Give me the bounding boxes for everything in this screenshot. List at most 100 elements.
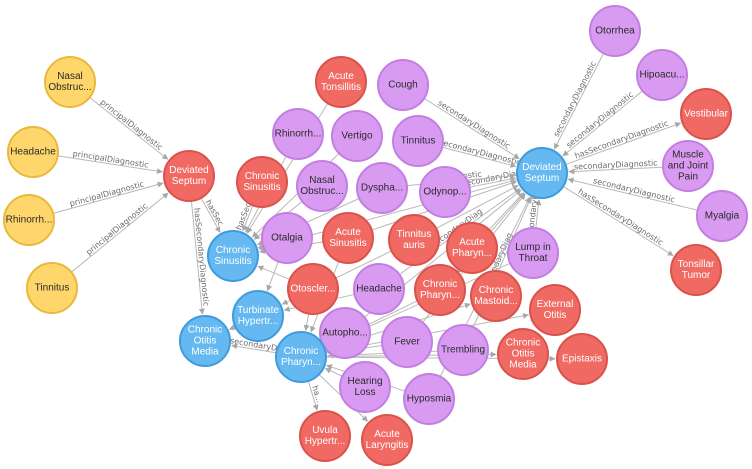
node-odynophagia[interactable]: Odynop... <box>419 166 471 218</box>
node-circle[interactable] <box>272 108 324 160</box>
node-circle[interactable] <box>361 414 413 466</box>
edge-deviated_septum_r-to-chronic_otitis_media_b[interactable] <box>190 200 205 315</box>
node-circle[interactable] <box>7 126 59 178</box>
node-otorrhea[interactable]: Otorrhea <box>589 5 641 57</box>
node-chronic-pharyngitis-b[interactable]: ChronicPharyn... <box>275 331 327 383</box>
edge-deviated_septum_b-to-vestibular[interactable] <box>565 122 682 166</box>
edge-tinnitus_auris-to-deviated_septum_b[interactable] <box>435 185 519 229</box>
node-chronic-pharyngitis-r[interactable]: ChronicPharyn... <box>414 264 466 316</box>
node-circle[interactable] <box>339 361 391 413</box>
edge-deviated_septum_r-to-chronic_sinusitis_b[interactable] <box>200 197 221 233</box>
node-circle[interactable] <box>236 156 288 208</box>
edge-acute_pharyngitis-to-deviated_septum_b[interactable] <box>488 192 524 231</box>
node-dysphagia[interactable]: Dyspha... <box>356 162 408 214</box>
node-circle[interactable] <box>163 150 215 202</box>
node-circle[interactable] <box>381 316 433 368</box>
edge-chronic_sinusitis_r-to-chronic_sinusitis_b[interactable] <box>242 205 254 232</box>
node-uvula-hypertrophy[interactable]: UvulaHypertr... <box>299 410 351 462</box>
node-circle[interactable] <box>287 263 339 315</box>
node-autophony[interactable]: Autopho... <box>319 307 371 359</box>
edge-tinnitus_y-to-deviated_septum_r[interactable] <box>71 192 169 273</box>
node-circle[interactable] <box>419 166 471 218</box>
node-circle[interactable] <box>392 115 444 167</box>
node-circle[interactable] <box>470 270 522 322</box>
node-tinnitus-y[interactable]: Tinnitus <box>26 262 78 314</box>
node-circle[interactable] <box>356 162 408 214</box>
node-circle[interactable] <box>636 49 688 101</box>
node-circle[interactable] <box>662 140 714 192</box>
node-circle[interactable] <box>319 307 371 359</box>
node-otosclerosis[interactable]: Otoscler... <box>287 263 339 315</box>
node-circle[interactable] <box>44 56 96 108</box>
node-vestibular[interactable]: Vestibular <box>680 88 732 140</box>
node-hipoacusia[interactable]: Hipoacu... <box>636 49 688 101</box>
edge-hipoacusia-to-deviated_septum_b[interactable] <box>562 90 643 157</box>
node-trembling[interactable]: Trembling <box>437 324 489 376</box>
node-otalgia[interactable]: Otalgia <box>261 212 313 264</box>
node-circle[interactable] <box>696 190 748 242</box>
edge-myalgia-to-deviated_septum_b[interactable] <box>567 177 698 211</box>
node-headache-p[interactable]: Headache <box>353 263 405 315</box>
node-acute-pharyngitis[interactable]: AcutePharyn... <box>446 222 498 274</box>
node-circle[interactable] <box>299 410 351 462</box>
node-circle[interactable] <box>3 194 55 246</box>
edge-otalgia-to-turbinate_hypertrophy[interactable] <box>266 261 279 292</box>
node-circle[interactable] <box>446 222 498 274</box>
edge-cough-to-deviated_septum_b[interactable] <box>423 97 520 159</box>
node-myalgia[interactable]: Myalgia <box>696 190 748 242</box>
node-hyposmia[interactable]: Hyposmia <box>403 373 455 425</box>
node-circle[interactable] <box>322 212 374 264</box>
node-headache-y[interactable]: Headache <box>7 126 59 178</box>
node-vertigo[interactable]: Vertigo <box>331 110 383 162</box>
node-nasal-obstruction-y[interactable]: NasalObstruc... <box>44 56 96 108</box>
node-circle[interactable] <box>377 59 429 111</box>
node-rhinorrhea-p[interactable]: Rhinorrh... <box>272 108 324 160</box>
node-circle[interactable] <box>497 328 549 380</box>
edge-chronic_pharyngitis_b-to-uvula_hypertrophy[interactable] <box>307 380 319 411</box>
edge-tinnitus_p-to-deviated_septum_b[interactable] <box>442 146 517 168</box>
node-circle[interactable] <box>388 214 440 266</box>
edge-nasal_obstruction_y-to-deviated_septum_r[interactable] <box>89 97 169 160</box>
node-epistaxis[interactable]: Epistaxis <box>556 333 608 385</box>
node-circle[interactable] <box>556 333 608 385</box>
node-circle[interactable] <box>414 264 466 316</box>
node-chronic-mastoiditis[interactable]: ChronicMastoid... <box>470 270 522 322</box>
edge-otorrhea-to-deviated_septum_b[interactable] <box>553 53 605 150</box>
edge-lump_in_throat-to-deviated_septum_b[interactable] <box>535 199 542 229</box>
node-circle[interactable] <box>353 263 405 315</box>
edge-muscle_joint_pain-to-deviated_septum_b[interactable] <box>568 166 664 175</box>
edge-headache_y-to-deviated_septum_r[interactable] <box>57 155 163 175</box>
node-circle[interactable] <box>232 290 284 342</box>
node-circle[interactable] <box>261 212 313 264</box>
edge-rhinorrhea_y-to-deviated_septum_r[interactable] <box>52 181 164 214</box>
node-circle[interactable] <box>529 284 581 336</box>
node-circle[interactable] <box>315 56 367 108</box>
node-circle[interactable] <box>670 244 722 296</box>
node-turbinate-hypertrophy[interactable]: TurbinateHypertr... <box>232 290 284 342</box>
node-circle[interactable] <box>331 110 383 162</box>
node-fever[interactable]: Fever <box>381 316 433 368</box>
node-circle[interactable] <box>179 315 231 367</box>
node-nasal-obstruction-p[interactable]: NasalObstruc... <box>296 160 348 212</box>
edge-chronic_pharyngitis_b-to-chronic_otitis_media_b[interactable] <box>231 343 277 354</box>
node-tinnitus-p[interactable]: Tinnitus <box>392 115 444 167</box>
node-circle[interactable] <box>207 230 259 282</box>
node-circle[interactable] <box>589 5 641 57</box>
node-circle[interactable] <box>516 147 568 199</box>
node-circle[interactable] <box>275 331 327 383</box>
node-rhinorrhea-y[interactable]: Rhinorrh... <box>3 194 55 246</box>
node-cough[interactable]: Cough <box>377 59 429 111</box>
